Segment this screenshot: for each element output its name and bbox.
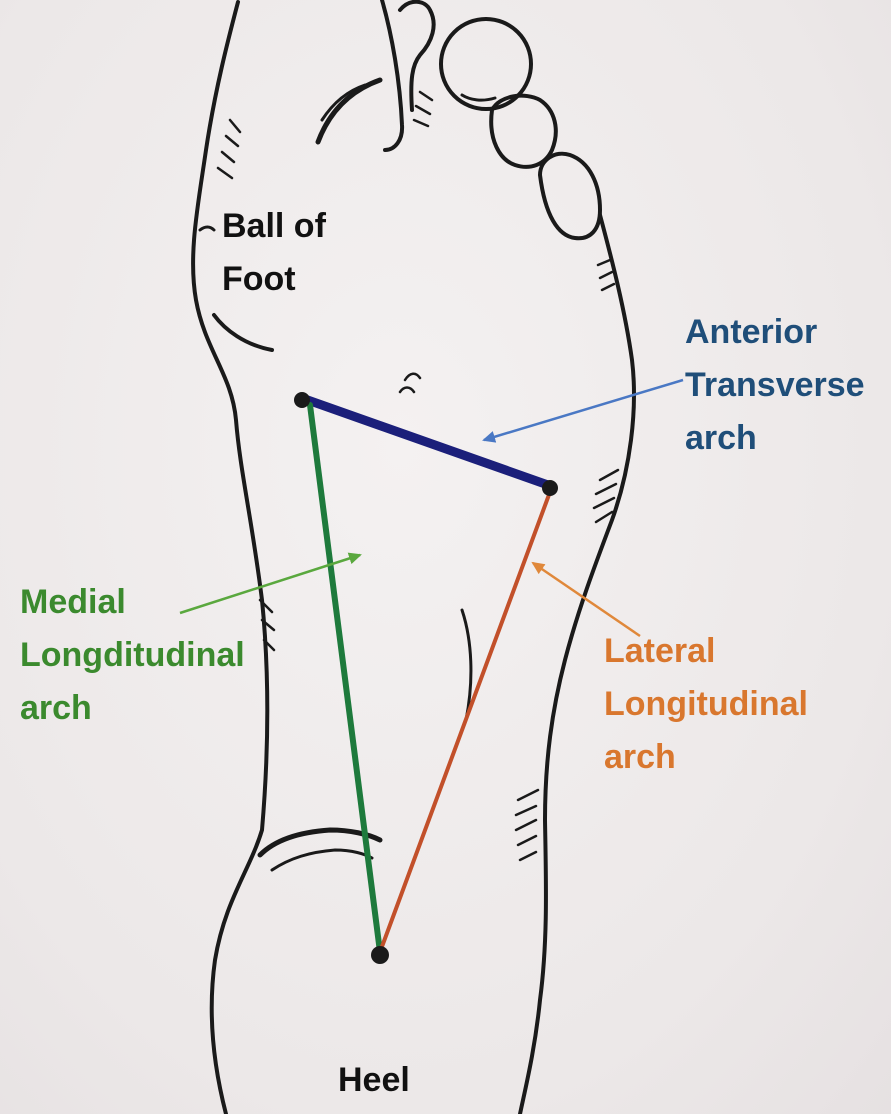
foot-outline xyxy=(191,0,636,1114)
anterior-transverse-arch-line xyxy=(297,393,553,490)
arch-point-medial-forefoot xyxy=(294,392,310,408)
second-toe-outline xyxy=(398,0,436,112)
lateral-arch-arrow xyxy=(531,561,641,638)
lateral-longitudinal-arch-label: Lateral Longitudinal arch xyxy=(604,632,808,776)
lateral-foot-edge xyxy=(518,213,636,1114)
heel-label: Heel xyxy=(338,1061,410,1099)
lateral-longitudinal-arch-line xyxy=(378,490,552,954)
big-toe-outline xyxy=(380,0,405,152)
medial-longitudinal-arch-line xyxy=(307,402,383,955)
third-toe-outline xyxy=(439,17,533,111)
arch-point-lateral-forefoot xyxy=(542,480,558,496)
arch-point-heel xyxy=(371,946,389,964)
fifth-toe-outline xyxy=(538,151,602,241)
medial-longitudinal-arch-label: Medial Longditudinal arch xyxy=(20,583,245,727)
medial-arch-arrow xyxy=(179,552,362,615)
ball-of-foot-label: Ball of Foot xyxy=(222,207,326,298)
fourth-toe-outline xyxy=(489,93,558,169)
anterior-arch-arrow xyxy=(482,378,684,443)
anterior-transverse-arch-label: Anterior Transverse arch xyxy=(685,313,865,457)
medial-foot-edge xyxy=(191,0,270,1114)
